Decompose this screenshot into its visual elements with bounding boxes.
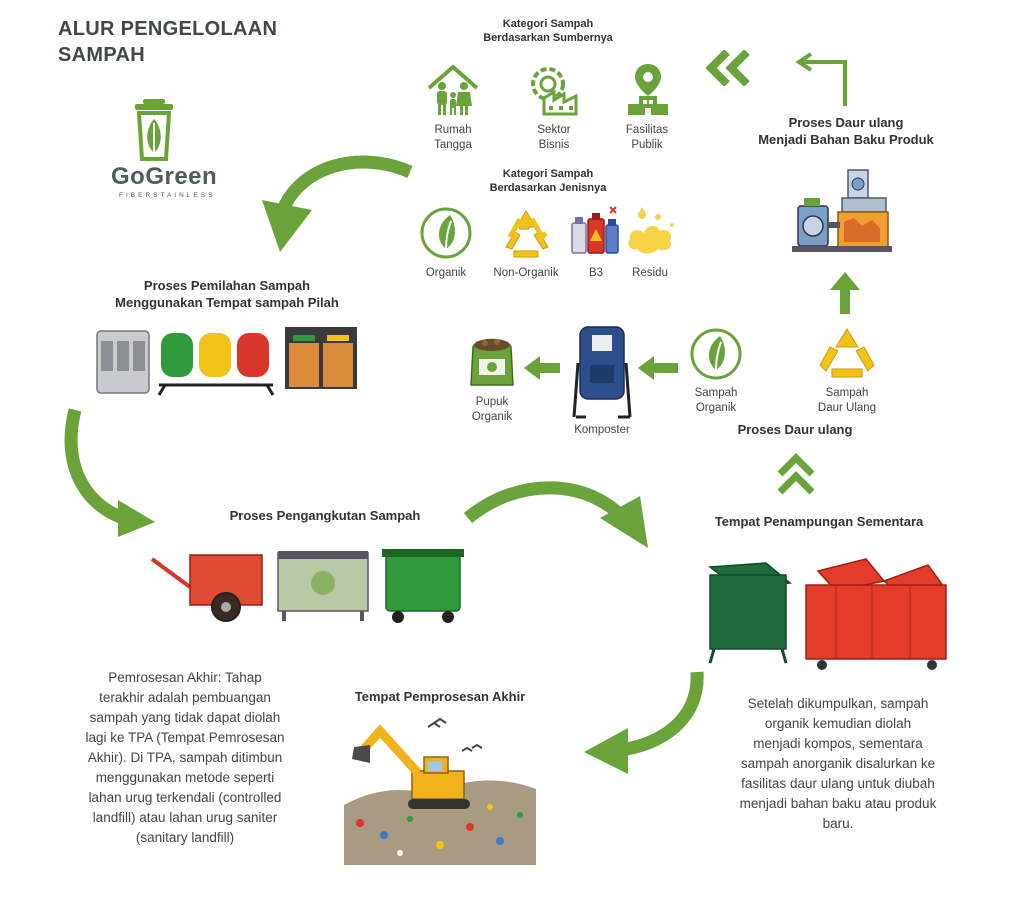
pemilahan-title: Proses Pemilahan Sampah Menggunakan Temp… [115, 278, 339, 310]
pupuk-organik-label: Pupuk Organik [471, 396, 513, 423]
sumber-publik-label: Fasilitas Publik [625, 124, 669, 151]
sampah-daur-ulang-label: Sampah Daur Ulang [817, 387, 877, 414]
recycle-icon [498, 205, 554, 261]
sumber-rumah-label: Rumah Tangga [434, 124, 472, 151]
sampah-organik-label: Sampah Organik [694, 387, 738, 414]
logo-wordmark: GoGreen [111, 163, 218, 190]
factory-gear-icon [526, 62, 582, 118]
landfill-excavator-image [340, 715, 540, 865]
page-title: ALUR PENGELOLAAN SAMPAH [58, 18, 278, 66]
arrow-up-icon [828, 270, 862, 316]
kategori-jenis-title: Kategori Sampah Berdasarkan Jenisnya [489, 168, 607, 194]
sorting-bins-image [95, 325, 365, 400]
recycling-machine-image [792, 162, 892, 258]
komposter-image [572, 323, 632, 419]
pemrosesan-akhir-description: Pemrosesan Akhir: Tahap terakhir adalah … [85, 670, 285, 845]
hazardous-bottles-icon [566, 203, 624, 261]
trash-leaf-logo-icon [135, 99, 173, 161]
curved-arrow-to-penampungan [463, 481, 630, 525]
pemrosesan-akhir-title: Tempat Pemprosesan Akhir [354, 689, 526, 704]
leaf-icon [418, 205, 474, 261]
location-building-icon [620, 60, 676, 118]
daur-ulang-description: Setelah dikumpulkan, sampah organik kemu… [739, 696, 937, 831]
leaf-icon [688, 326, 744, 382]
arrow-left-icon [636, 354, 680, 382]
pupuk-organik-image [467, 333, 517, 389]
curved-arrow-to-tpa [619, 671, 704, 757]
daur-ulang-title: Proses Daur ulang [737, 422, 853, 437]
curved-arrow-to-pengangkutan [64, 408, 132, 527]
komposter-label: Komposter [574, 424, 630, 436]
double-chevron-left-icon [705, 50, 755, 86]
garbage-carts-image [150, 545, 465, 627]
recycle-icon [818, 325, 876, 381]
containers-image [706, 555, 948, 675]
logo-tagline: FIBERSTAINLESS [119, 192, 216, 199]
family-house-icon [425, 62, 481, 118]
arrow-left-icon [522, 354, 562, 382]
pengangkutan-title: Proses Pengangkutan Sampah [229, 508, 421, 523]
jenis-residu-label: Residu [632, 267, 668, 279]
double-chevron-up-icon [776, 450, 816, 498]
curved-arrow-to-pemilahan [275, 155, 413, 215]
kategori-sumber-title: Kategori Sampah Berdasarkan Sumbernya [483, 18, 613, 44]
sumber-bisnis-label: Sektor Bisnis [537, 124, 571, 151]
splash-icon [622, 205, 678, 261]
jenis-non-organik-label: Non-Organik [493, 267, 559, 279]
daur-ulang-produk-title: Proses Daur ulang Menjadi Bahan Baku Pro… [758, 115, 934, 147]
jenis-organik-label: Organik [425, 267, 467, 279]
gogreen-logo: GoGreen FIBERSTAINLESS [105, 95, 235, 205]
penampungan-title: Tempat Penampungan Sementara [714, 514, 924, 529]
return-arrow-icon [795, 52, 855, 108]
jenis-b3-label: B3 [588, 267, 604, 279]
